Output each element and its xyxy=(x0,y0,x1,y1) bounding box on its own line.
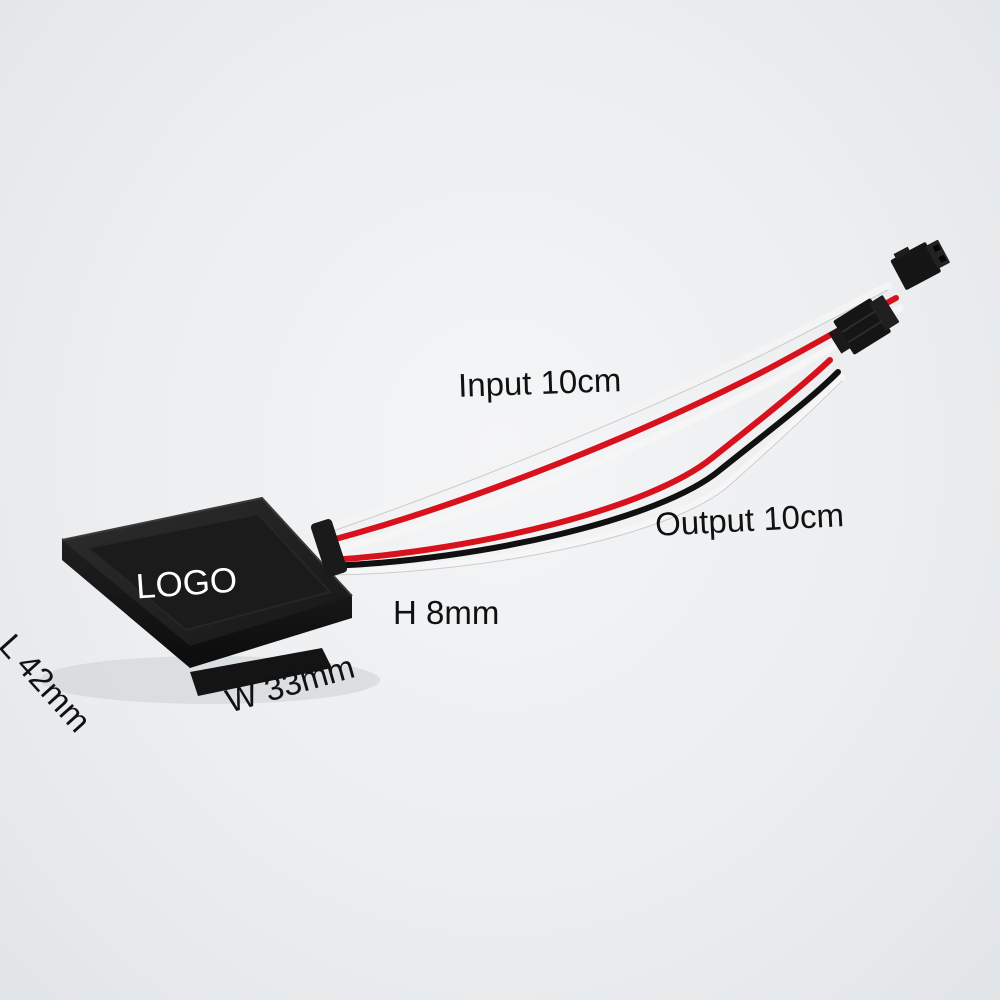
cable-strain-relief xyxy=(310,519,348,577)
input-length-label: Input 10cm xyxy=(457,361,622,404)
input-wire-white xyxy=(326,282,892,532)
output-wire-white xyxy=(330,374,846,576)
output-connector xyxy=(828,295,900,355)
output-length-label: Output 10cm xyxy=(654,496,845,543)
output-wire-white-edge xyxy=(333,380,843,576)
input-connector xyxy=(890,239,950,290)
module-side-front xyxy=(62,538,352,668)
input-wire-white-edge xyxy=(329,289,889,533)
output-cable xyxy=(327,357,846,576)
output-wire-black xyxy=(327,369,841,569)
mounting-tab xyxy=(190,648,332,696)
height-label: H 8mm xyxy=(393,594,500,631)
module-logo-panel xyxy=(85,512,332,632)
controller-module xyxy=(61,496,353,696)
module-logo-text: LOGO xyxy=(134,560,239,607)
module-edge-highlight xyxy=(61,496,353,597)
output-wire-red xyxy=(329,357,833,563)
